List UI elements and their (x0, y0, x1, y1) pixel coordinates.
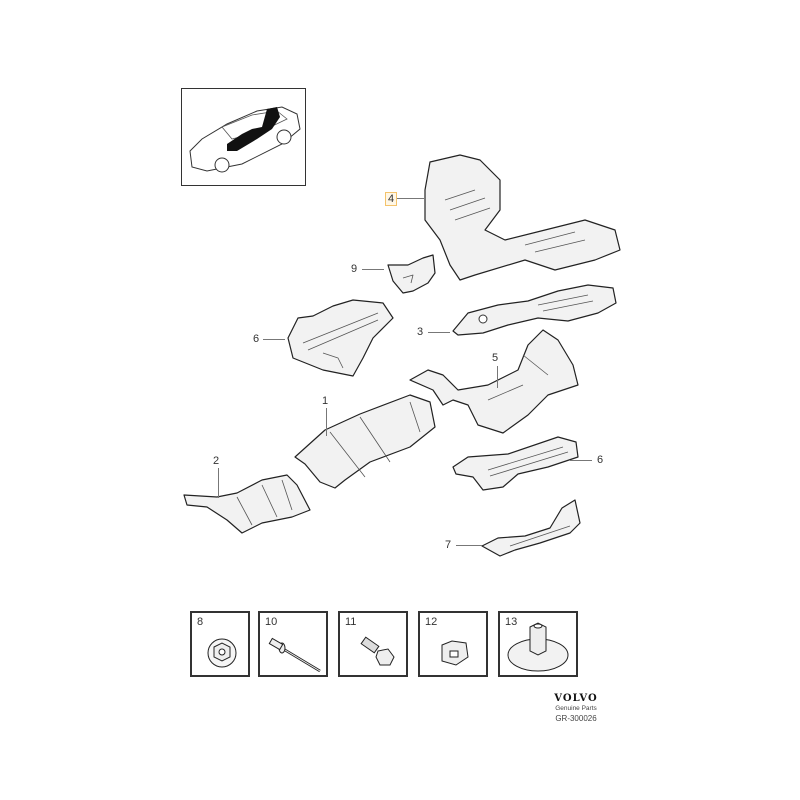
heat-shield-part-4[interactable] (415, 150, 625, 290)
leader-1 (326, 408, 327, 436)
callout-1[interactable]: 1 (322, 395, 329, 407)
shield-part-7[interactable] (480, 498, 585, 560)
hardware-number: 10 (265, 616, 278, 628)
heat-shield-part-2[interactable] (182, 465, 314, 537)
leader-4 (396, 198, 424, 199)
leader-2 (218, 468, 219, 498)
spring-nut-icon (507, 622, 569, 672)
diagram-code: GR-300026 (555, 714, 597, 723)
heat-shield-part-3[interactable] (448, 283, 620, 338)
hardware-10-rivet[interactable]: 10 (258, 611, 328, 677)
callout-2[interactable]: 2 (213, 455, 220, 467)
bracket-part-9[interactable] (383, 253, 443, 295)
vehicle-location-thumbnail (181, 88, 306, 186)
callout-4[interactable]: 4 (385, 192, 398, 206)
leader-5 (497, 366, 498, 388)
shield-part-6-upper[interactable] (283, 298, 395, 380)
shield-part-6-lower[interactable] (448, 432, 583, 494)
flange-bolt-icon (360, 636, 395, 666)
volvo-logo: VOLVO (554, 693, 598, 704)
leader-6-lower (570, 460, 592, 461)
hardware-8-flange-nut[interactable]: 8 (190, 611, 250, 677)
leader-6-upper (263, 339, 285, 340)
brand-subtitle: Genuine Parts (555, 705, 597, 712)
tunnel-shield-part-1[interactable] (290, 392, 438, 490)
hardware-number: 11 (345, 616, 357, 628)
leader-9 (362, 269, 384, 270)
leader-7 (456, 545, 482, 546)
hardware-number: 12 (425, 616, 438, 628)
callout-3[interactable]: 3 (417, 326, 424, 338)
clip-nut-icon (441, 640, 469, 666)
callout-6-lower[interactable]: 6 (597, 454, 604, 466)
hardware-13-spring-nut[interactable]: 13 (498, 611, 578, 677)
car-outline-icon (189, 106, 301, 173)
hardware-number: 8 (197, 616, 204, 628)
heat-shield-part-5[interactable] (408, 325, 583, 435)
brand-block: VOLVO Genuine Parts GR-300026 (548, 693, 604, 723)
leader-3 (428, 332, 450, 333)
callout-5[interactable]: 5 (492, 352, 499, 364)
rivet-icon (268, 637, 321, 673)
hardware-number: 13 (505, 616, 518, 628)
callout-9[interactable]: 9 (351, 263, 358, 275)
hardware-12-clip-nut[interactable]: 12 (418, 611, 488, 677)
flange-nut-icon (207, 638, 237, 668)
callout-6-upper[interactable]: 6 (253, 333, 260, 345)
callout-7[interactable]: 7 (445, 539, 452, 551)
hardware-11-bolt[interactable]: 11 (338, 611, 408, 677)
